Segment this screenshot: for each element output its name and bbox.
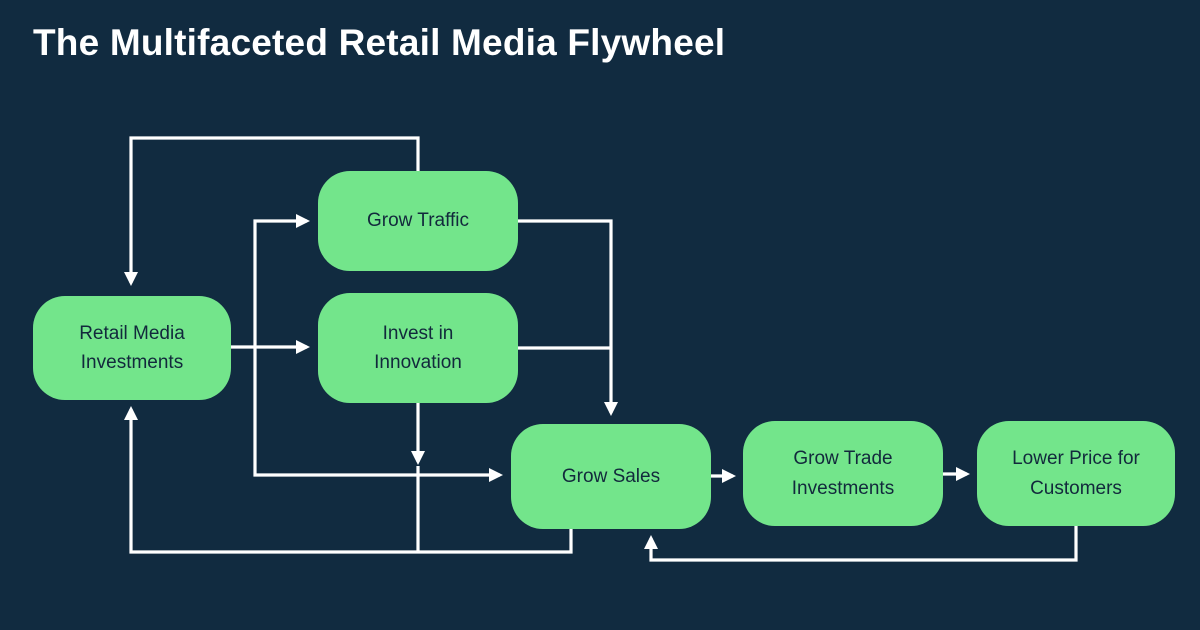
node-lower-price-for-customers: Lower Price for Customers: [977, 421, 1175, 526]
node-grow-sales: Grow Sales: [511, 424, 711, 529]
connector-traffic-feedback-to-retail-media: [124, 136, 420, 286]
node-label: Grow Trade Investments: [791, 448, 895, 499]
connector-lower-price-feedback-to-grow-sales: [644, 526, 1078, 562]
node-grow-trade-investments: Grow Trade Investments: [743, 421, 943, 526]
page-title: The Multifaceted Retail Media Flywheel: [33, 22, 726, 63]
node-label: Grow Traffic: [366, 210, 470, 232]
node-label: Grow Sales: [561, 465, 661, 487]
node-label: Invest in Innovation: [374, 322, 462, 373]
connector-retail-media-to-grow-traffic: [253, 214, 310, 347]
node-invest-in-innovation: Invest in Innovation: [318, 293, 518, 403]
node-retail-media-investments: Retail Media Investments: [33, 296, 231, 400]
connector-grow-traffic-to-grow-sales: [518, 219, 618, 416]
connector-grow-sales-feedback-to-retail-media: [124, 406, 573, 554]
node-label: Retail Media Investments: [79, 322, 185, 373]
node-label: Lower Price for Customers: [1012, 448, 1140, 499]
node-grow-traffic: Grow Traffic: [318, 171, 518, 271]
